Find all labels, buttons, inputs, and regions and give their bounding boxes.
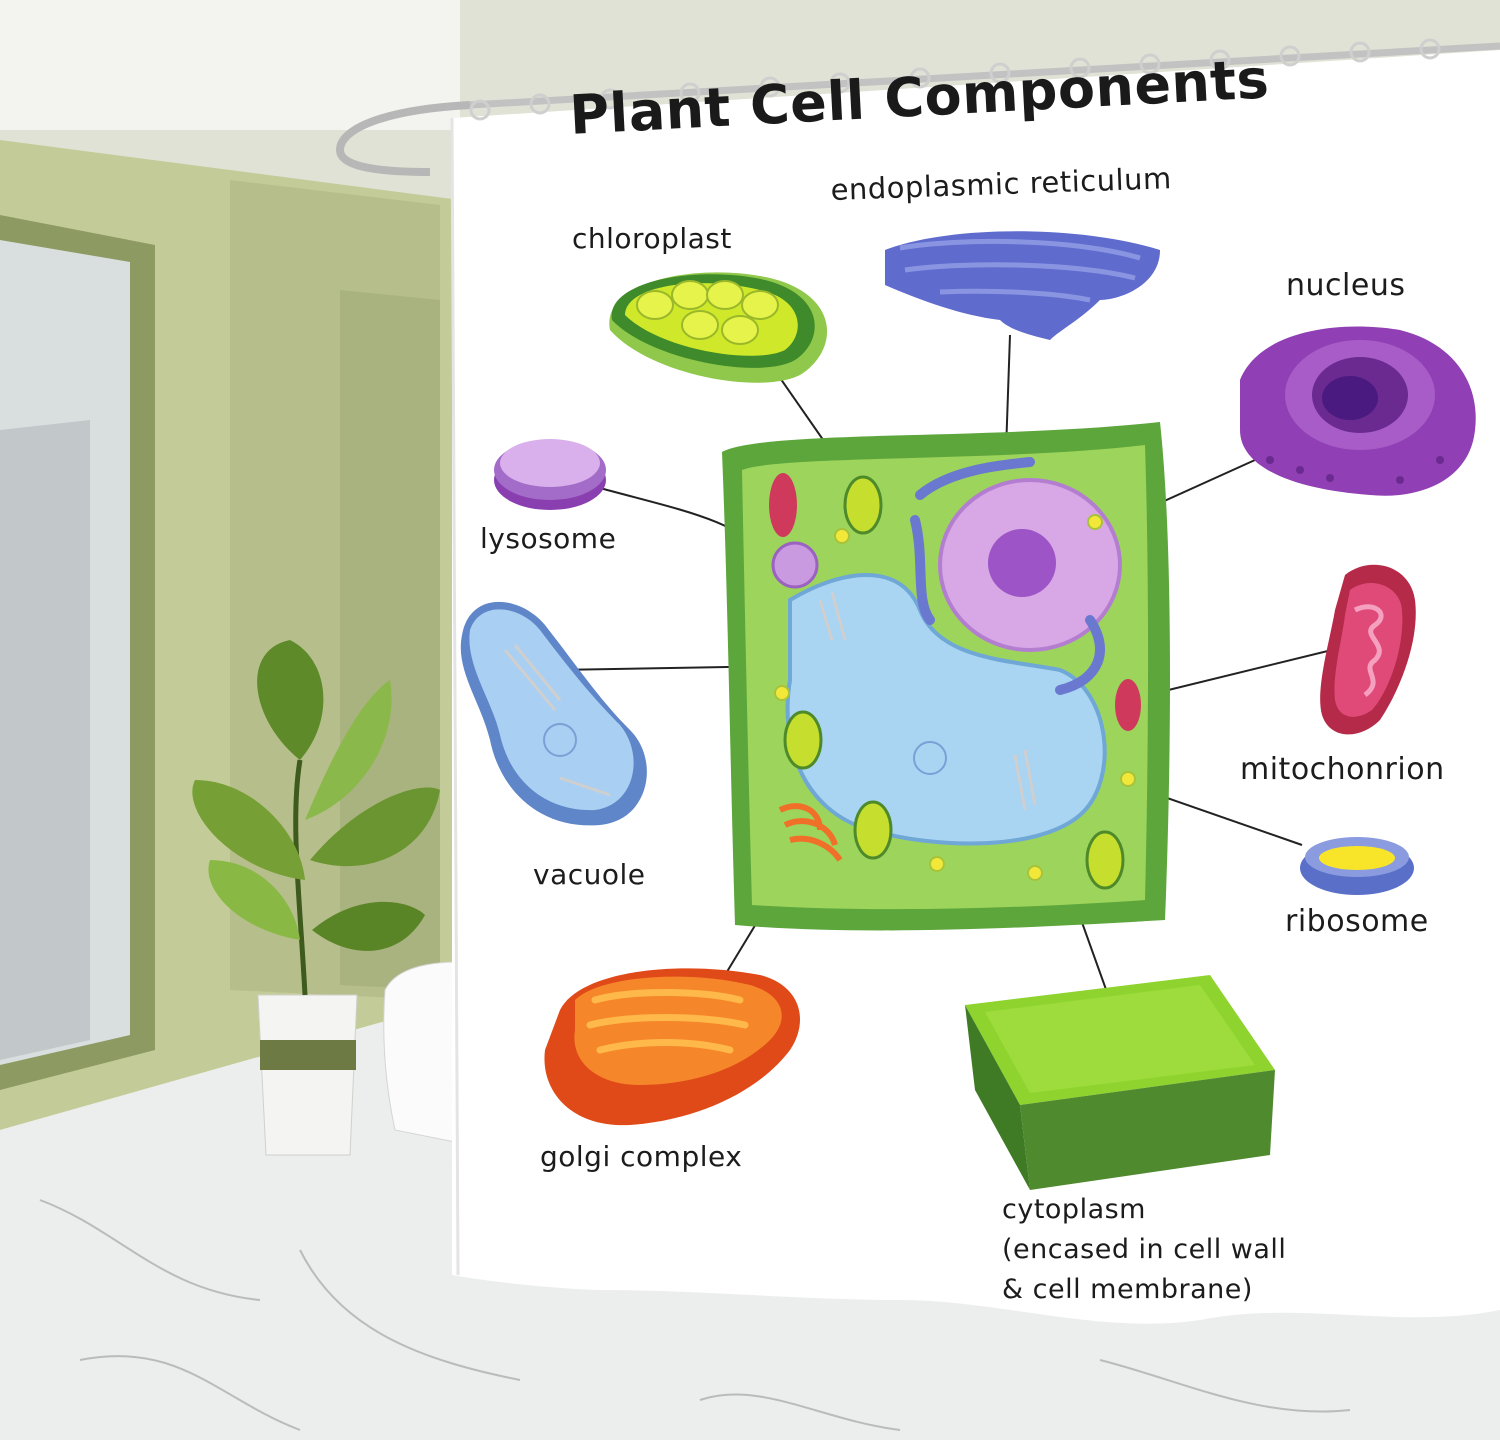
cell-chloroplast-3	[853, 800, 893, 860]
curtain-edge	[450, 117, 460, 1276]
cytoplasm-line-1: cytoplasm	[1002, 1194, 1146, 1225]
ceiling	[0, 0, 460, 130]
ribosome-specimen	[1300, 837, 1414, 895]
bathtub	[383, 961, 471, 1146]
cytoplasm-specimen	[965, 975, 1275, 1190]
label-ribosome: ribosome	[1285, 904, 1429, 939]
label-vacuole: vacuole	[533, 858, 646, 891]
pot-stripe	[260, 1040, 356, 1070]
cytoplasm-line-2: (encased in cell wall	[1002, 1234, 1287, 1265]
label-chloroplast: chloroplast	[572, 222, 732, 255]
door	[340, 290, 440, 990]
shower-rod-top	[469, 42, 1500, 109]
label-golgi-complex: golgi complex	[540, 1140, 743, 1173]
cell-mitochondrion-2	[1115, 679, 1141, 731]
label-mitochondrion: mitochonrion	[1240, 752, 1445, 787]
vacuole-crystals	[818, 591, 1037, 811]
vacuole-granule	[913, 741, 947, 775]
plant-cell	[722, 422, 1170, 931]
marble-veins	[39, 1199, 1351, 1431]
cell-nucleolus	[988, 529, 1056, 597]
golgi-specimen	[544, 968, 800, 1126]
cytoplasm-line-3: & cell membrane)	[1002, 1274, 1253, 1305]
cell-lysosome	[771, 541, 819, 589]
window-building	[0, 420, 90, 1060]
plant-leaves	[192, 640, 440, 996]
label-cytoplasm: cytoplasm (encased in cell wall & cell m…	[1002, 1190, 1286, 1310]
cell-chloroplast-1	[843, 475, 883, 535]
label-lysosome: lysosome	[480, 522, 617, 555]
chloroplast-specimen	[609, 272, 828, 383]
er-specimen	[885, 231, 1160, 340]
cell-golgi	[778, 803, 843, 862]
cell-chloroplast-4	[1085, 830, 1125, 890]
plant-pot	[257, 994, 358, 1156]
shower-rod	[335, 101, 471, 176]
lysosome-specimen	[494, 439, 606, 510]
nucleus-specimen	[1240, 326, 1476, 496]
cell-mitochondrion-1	[769, 473, 797, 537]
cell-ribosomes	[774, 514, 1136, 881]
cell-vacuole	[785, 573, 1107, 846]
label-nucleus: nucleus	[1286, 268, 1406, 303]
mitochondrion-specimen	[1320, 564, 1416, 735]
curtain-rings	[469, 38, 1441, 121]
vacuole-specimen	[460, 601, 647, 826]
cell-chloroplast-2	[783, 710, 823, 770]
cell-er	[910, 457, 1105, 695]
